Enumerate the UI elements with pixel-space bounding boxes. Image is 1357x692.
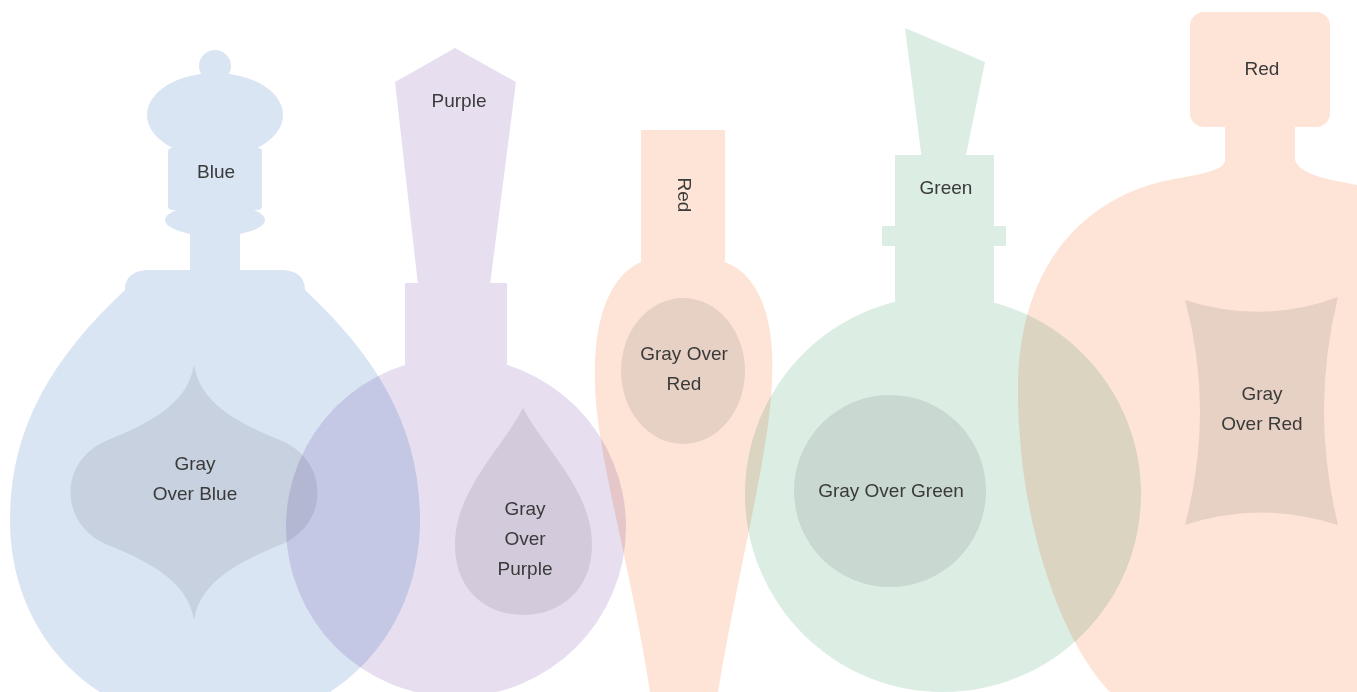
shape-part (905, 28, 985, 160)
color-label: Gray Over Red (1220, 379, 1304, 439)
bottle-shape: PurpleGray Over Purple (285, 48, 627, 692)
color-label: Red (669, 165, 699, 225)
shape-part (71, 365, 318, 620)
color-label: Gray Over Purple (494, 494, 556, 584)
overlay-shape: Gray Over Red (1185, 297, 1338, 525)
bottle-shape: RedGray Over Red (1018, 12, 1357, 692)
shape-part (286, 357, 626, 692)
color-label: Purple (399, 86, 519, 116)
overlay-shape: Gray Over Red (621, 298, 745, 444)
bottle-shape: RedGray Over Red (593, 130, 775, 692)
overlay-shape: Gray Over Green (794, 395, 986, 587)
shape-part (895, 244, 994, 304)
shape-part (455, 408, 592, 615)
shape-part (621, 298, 745, 444)
shape-part (395, 48, 516, 285)
color-label: Gray Over Green (801, 476, 981, 506)
color-label: Gray Over Blue (152, 449, 238, 509)
shape-outline (621, 298, 745, 444)
color-label: Gray Over Red (634, 339, 734, 399)
shape-part (794, 395, 986, 587)
overlay-shape: Gray Over Blue (64, 364, 324, 622)
color-label: Blue (156, 157, 276, 187)
color-label: Red (1212, 54, 1312, 84)
shape-part (147, 73, 283, 157)
shape-part (190, 230, 240, 275)
color-label: Green (896, 173, 996, 203)
shape-part (595, 130, 773, 692)
shape-outline (1185, 297, 1338, 525)
shape-part (1018, 160, 1357, 692)
shape-part (1190, 12, 1330, 127)
overlay-shape: Gray Over Purple (454, 406, 594, 617)
shape-part (1185, 297, 1338, 525)
shape-outline (285, 48, 627, 692)
shape-part (882, 226, 1006, 246)
